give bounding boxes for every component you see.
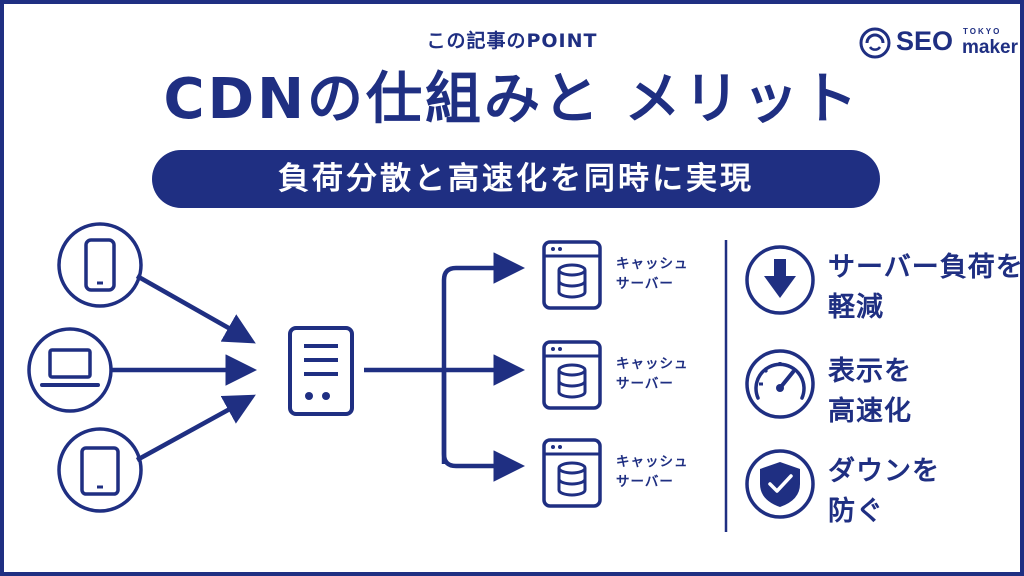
logo-seo-text: SEO xyxy=(896,26,954,56)
cache-server-label: キャッシュ サーバー xyxy=(616,454,689,490)
tablet-icon xyxy=(80,446,120,496)
benefit-speed-up: 表示を 高速化 xyxy=(828,356,912,427)
logo-maker-text: maker xyxy=(962,37,1018,58)
shield-check-icon xyxy=(745,449,815,519)
cache-server-icon xyxy=(542,438,602,508)
down-arrow-icon xyxy=(745,245,815,315)
client-laptop xyxy=(27,327,113,413)
benefit-reduce-load: サーバー負荷を 軽減 xyxy=(828,252,1024,323)
laptop-icon xyxy=(40,348,100,387)
page-title: CDNの仕組みと メリット xyxy=(163,67,861,132)
cache-server-icon xyxy=(542,340,602,410)
client-smartphone xyxy=(57,222,143,308)
brand-logo: SEO TOKYO maker xyxy=(856,24,1018,64)
speedometer-icon xyxy=(745,349,815,419)
client-arrows xyxy=(111,274,257,462)
distribution-arrows xyxy=(364,252,525,482)
benefit-prevent-down: ダウンを 防ぐ xyxy=(828,456,940,527)
cdn-diagram xyxy=(27,222,815,532)
smartphone-icon xyxy=(84,238,116,292)
cache-server-label: キャッシュ サーバー xyxy=(616,356,689,392)
client-tablet xyxy=(57,427,143,513)
subtitle-banner: 負荷分散と高速化を同時に実現 xyxy=(152,150,880,208)
cache-server-icon xyxy=(542,240,602,310)
server-icon xyxy=(288,326,354,416)
circle-swirl-icon xyxy=(859,27,891,59)
logo-tokyo-text: TOKYO xyxy=(963,27,1002,36)
kicker-label: この記事のPOINT xyxy=(426,30,598,52)
cache-server-label: キャッシュ サーバー xyxy=(616,256,689,292)
